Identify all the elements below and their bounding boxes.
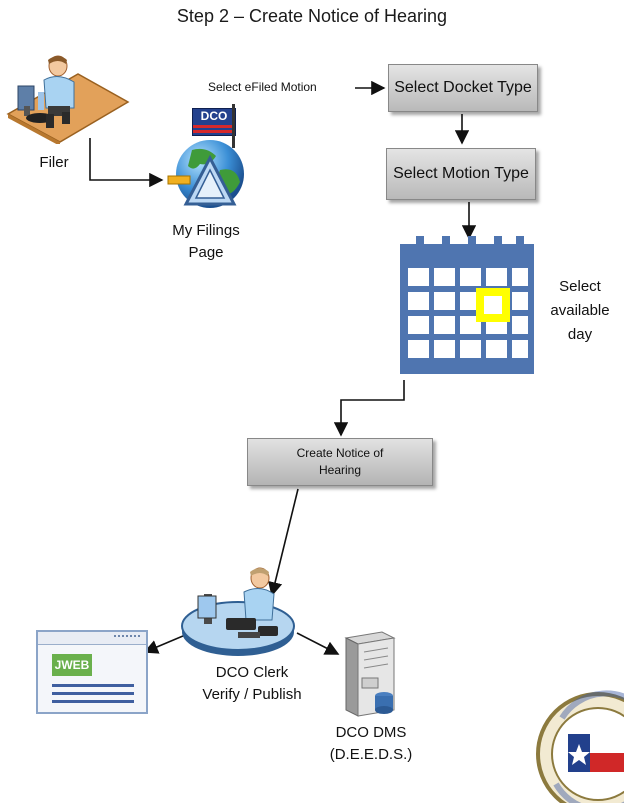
page-title: Step 2 – Create Notice of Hearing <box>176 6 448 26</box>
select-docket-type-box: Select Docket Type <box>388 64 538 112</box>
calendar-label-day: day <box>567 326 593 343</box>
calendar-label-select: Select <box>559 278 601 295</box>
dco-clerk-icon <box>181 567 295 656</box>
select-efiled-label: Select eFiled Motion <box>208 80 317 94</box>
arrow-clerk-to-dms <box>296 632 340 655</box>
filer-label: Filer <box>39 154 69 171</box>
arrow-notice-to-clerk <box>268 488 299 597</box>
flag-pole <box>232 104 235 148</box>
dco-badge: DCO <box>192 108 236 136</box>
dms-label-2: (D.E.E.D.S.) <box>329 746 413 763</box>
dms-label-1: DCO DMS <box>335 724 407 741</box>
notice-box-line-2: Hearing <box>318 463 362 477</box>
calendar-icon <box>400 236 534 374</box>
jweb-logo: JWEB <box>52 654 92 676</box>
district-clerk-seal-icon <box>536 690 624 803</box>
notice-box-line-1: Create Notice of <box>296 446 384 460</box>
my-filings-label-1: My Filings <box>172 222 240 239</box>
arrow-clerk-to-jweb <box>143 632 191 654</box>
dco-badge-text: DCO <box>200 109 228 123</box>
jweb-window-icon: JWEB <box>36 630 148 714</box>
clerk-label-2: Verify / Publish <box>202 686 302 703</box>
arrow-calendar-to-notice <box>333 380 405 437</box>
clerk-label-1: DCO Clerk <box>215 664 289 681</box>
create-notice-of-hearing-box: Create Notice of Hearing <box>247 438 433 486</box>
globe-icon <box>167 140 244 208</box>
arrow-filer-to-filings <box>89 138 164 188</box>
calendar-label-available: available <box>550 302 610 319</box>
filer-icon <box>6 55 130 144</box>
dms-server-icon <box>344 631 396 717</box>
select-motion-type-box: Select Motion Type <box>386 148 536 200</box>
my-filings-label-2: Page <box>188 244 224 261</box>
